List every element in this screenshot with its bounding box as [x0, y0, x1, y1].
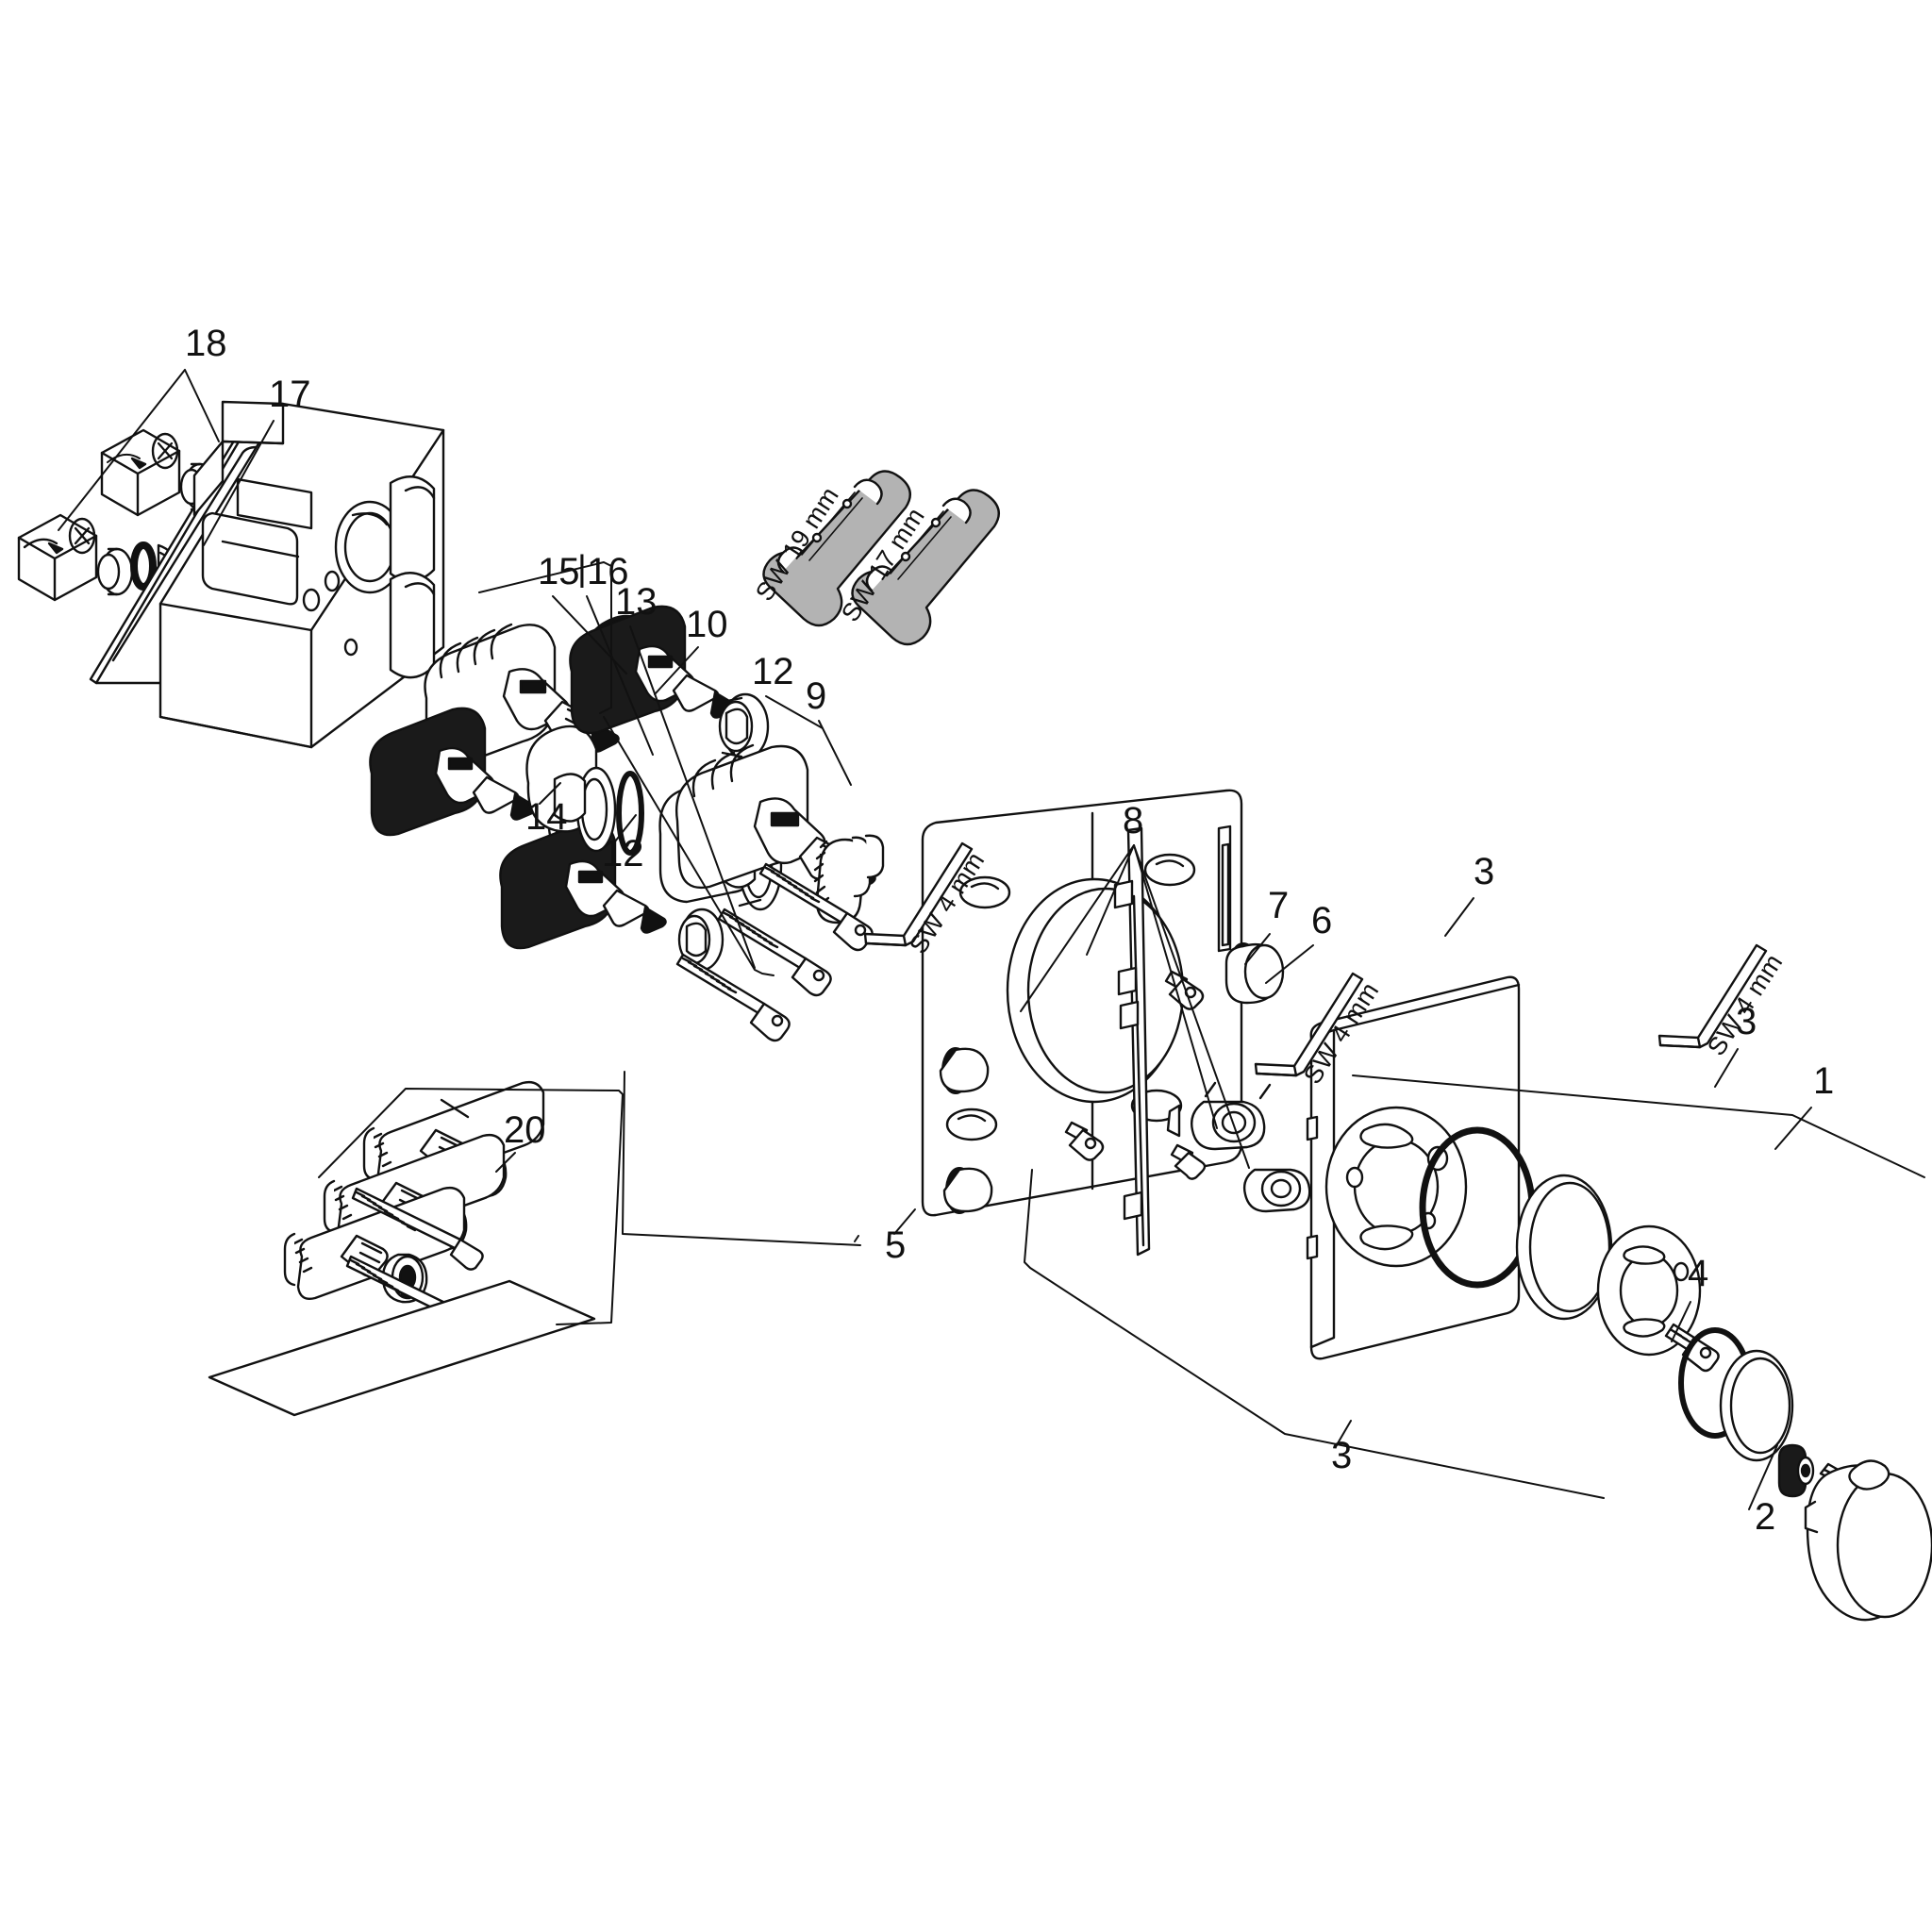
ring-thin [1515, 1174, 1613, 1321]
clamp-brackets [1166, 1081, 1311, 1213]
callout-8: 7 [1268, 885, 1290, 926]
callout-19: 18 [185, 323, 227, 364]
allen-key-4mm-b [1254, 972, 1364, 1077]
trim-plate-4 [1306, 975, 1521, 1360]
plate-bumpers [939, 1047, 993, 1214]
anchor-kit-20 [208, 1080, 596, 1417]
cartridge-bottom [499, 820, 724, 972]
handle-1 [1804, 1459, 1932, 1622]
callout-18: 17 [269, 374, 311, 415]
callout-10: 9 [806, 675, 827, 717]
callout-2: 2 [1755, 1496, 1776, 1538]
callout-9: 8 [1123, 800, 1144, 841]
callout-16: 15 [538, 551, 580, 592]
oring-15 [616, 771, 644, 856]
callout-6: 5 [885, 1224, 907, 1266]
callout-17: 16 [587, 551, 629, 592]
wrench-19mm [762, 470, 911, 627]
plug-7 [1224, 942, 1285, 1005]
capring-12 [718, 692, 770, 760]
callout-4: 3 [1331, 1435, 1353, 1476]
wrench-17mm [851, 489, 1000, 646]
oring-18 [130, 541, 157, 591]
allen-key-4mm-c [1657, 943, 1768, 1049]
guide-rails-9 [1113, 824, 1232, 1257]
callout-3-small: 3 [1736, 1001, 1757, 1042]
callout-1: 1 [1813, 1060, 1835, 1102]
check-valve-lower [17, 513, 98, 602]
callout-20: 20 [504, 1109, 546, 1151]
callout-15: 14 [525, 796, 568, 838]
callout-3-large: 3 [1474, 851, 1495, 892]
valve-body [158, 400, 445, 749]
callout-11: 10 [686, 604, 728, 645]
check-valve-lower-seal [96, 547, 134, 596]
callout-7: 6 [1311, 900, 1333, 941]
callout-divider: | [577, 549, 587, 589]
callout-13: 12 [602, 833, 644, 874]
callout-14: 13 [615, 581, 658, 623]
ring-small [1719, 1349, 1794, 1462]
check-valve-upper [100, 428, 181, 517]
adapter-ring-15 [525, 724, 617, 853]
callout-12: 12 [752, 651, 794, 692]
allen-key-4mm-a [863, 841, 974, 947]
screw-5 [1664, 1323, 1720, 1373]
long-screws [675, 862, 874, 1042]
rosette-2 [1596, 1224, 1702, 1357]
callout-5: 4 [1688, 1253, 1709, 1294]
